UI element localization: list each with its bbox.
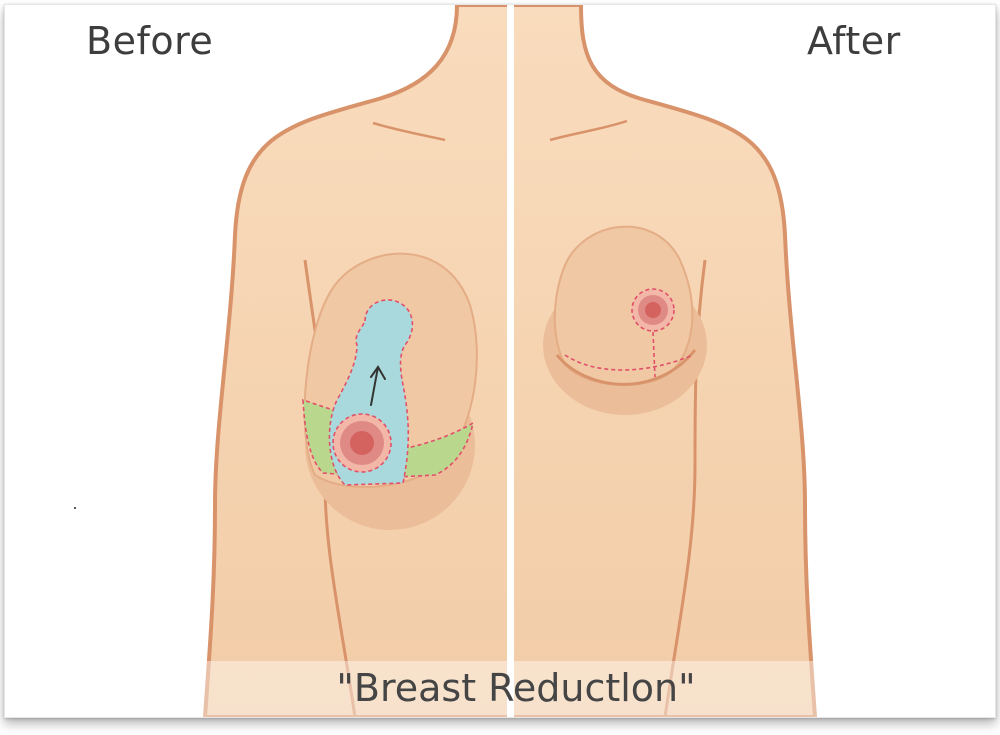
left-collarbone [372, 121, 446, 142]
after-incision-vertical [652, 331, 656, 378]
illustration-card: Before After "Breast Reductlon" [4, 4, 996, 718]
before-label: Before [86, 19, 214, 63]
caption-band [200, 661, 832, 717]
torso-illustration [202, 5, 818, 717]
after-label: After [807, 19, 901, 63]
before-nipple [350, 431, 374, 455]
after-incision-horizontal [564, 354, 694, 371]
center-divider [507, 5, 514, 717]
after-nipple [645, 302, 661, 318]
arrow-up-icon [370, 365, 386, 406]
after-breast-fold [555, 349, 697, 386]
right-collarbone [549, 119, 628, 142]
excised-skin-right [396, 421, 475, 478]
dust-speck [74, 507, 76, 509]
caption: "Breast Reductlon" [336, 666, 696, 710]
